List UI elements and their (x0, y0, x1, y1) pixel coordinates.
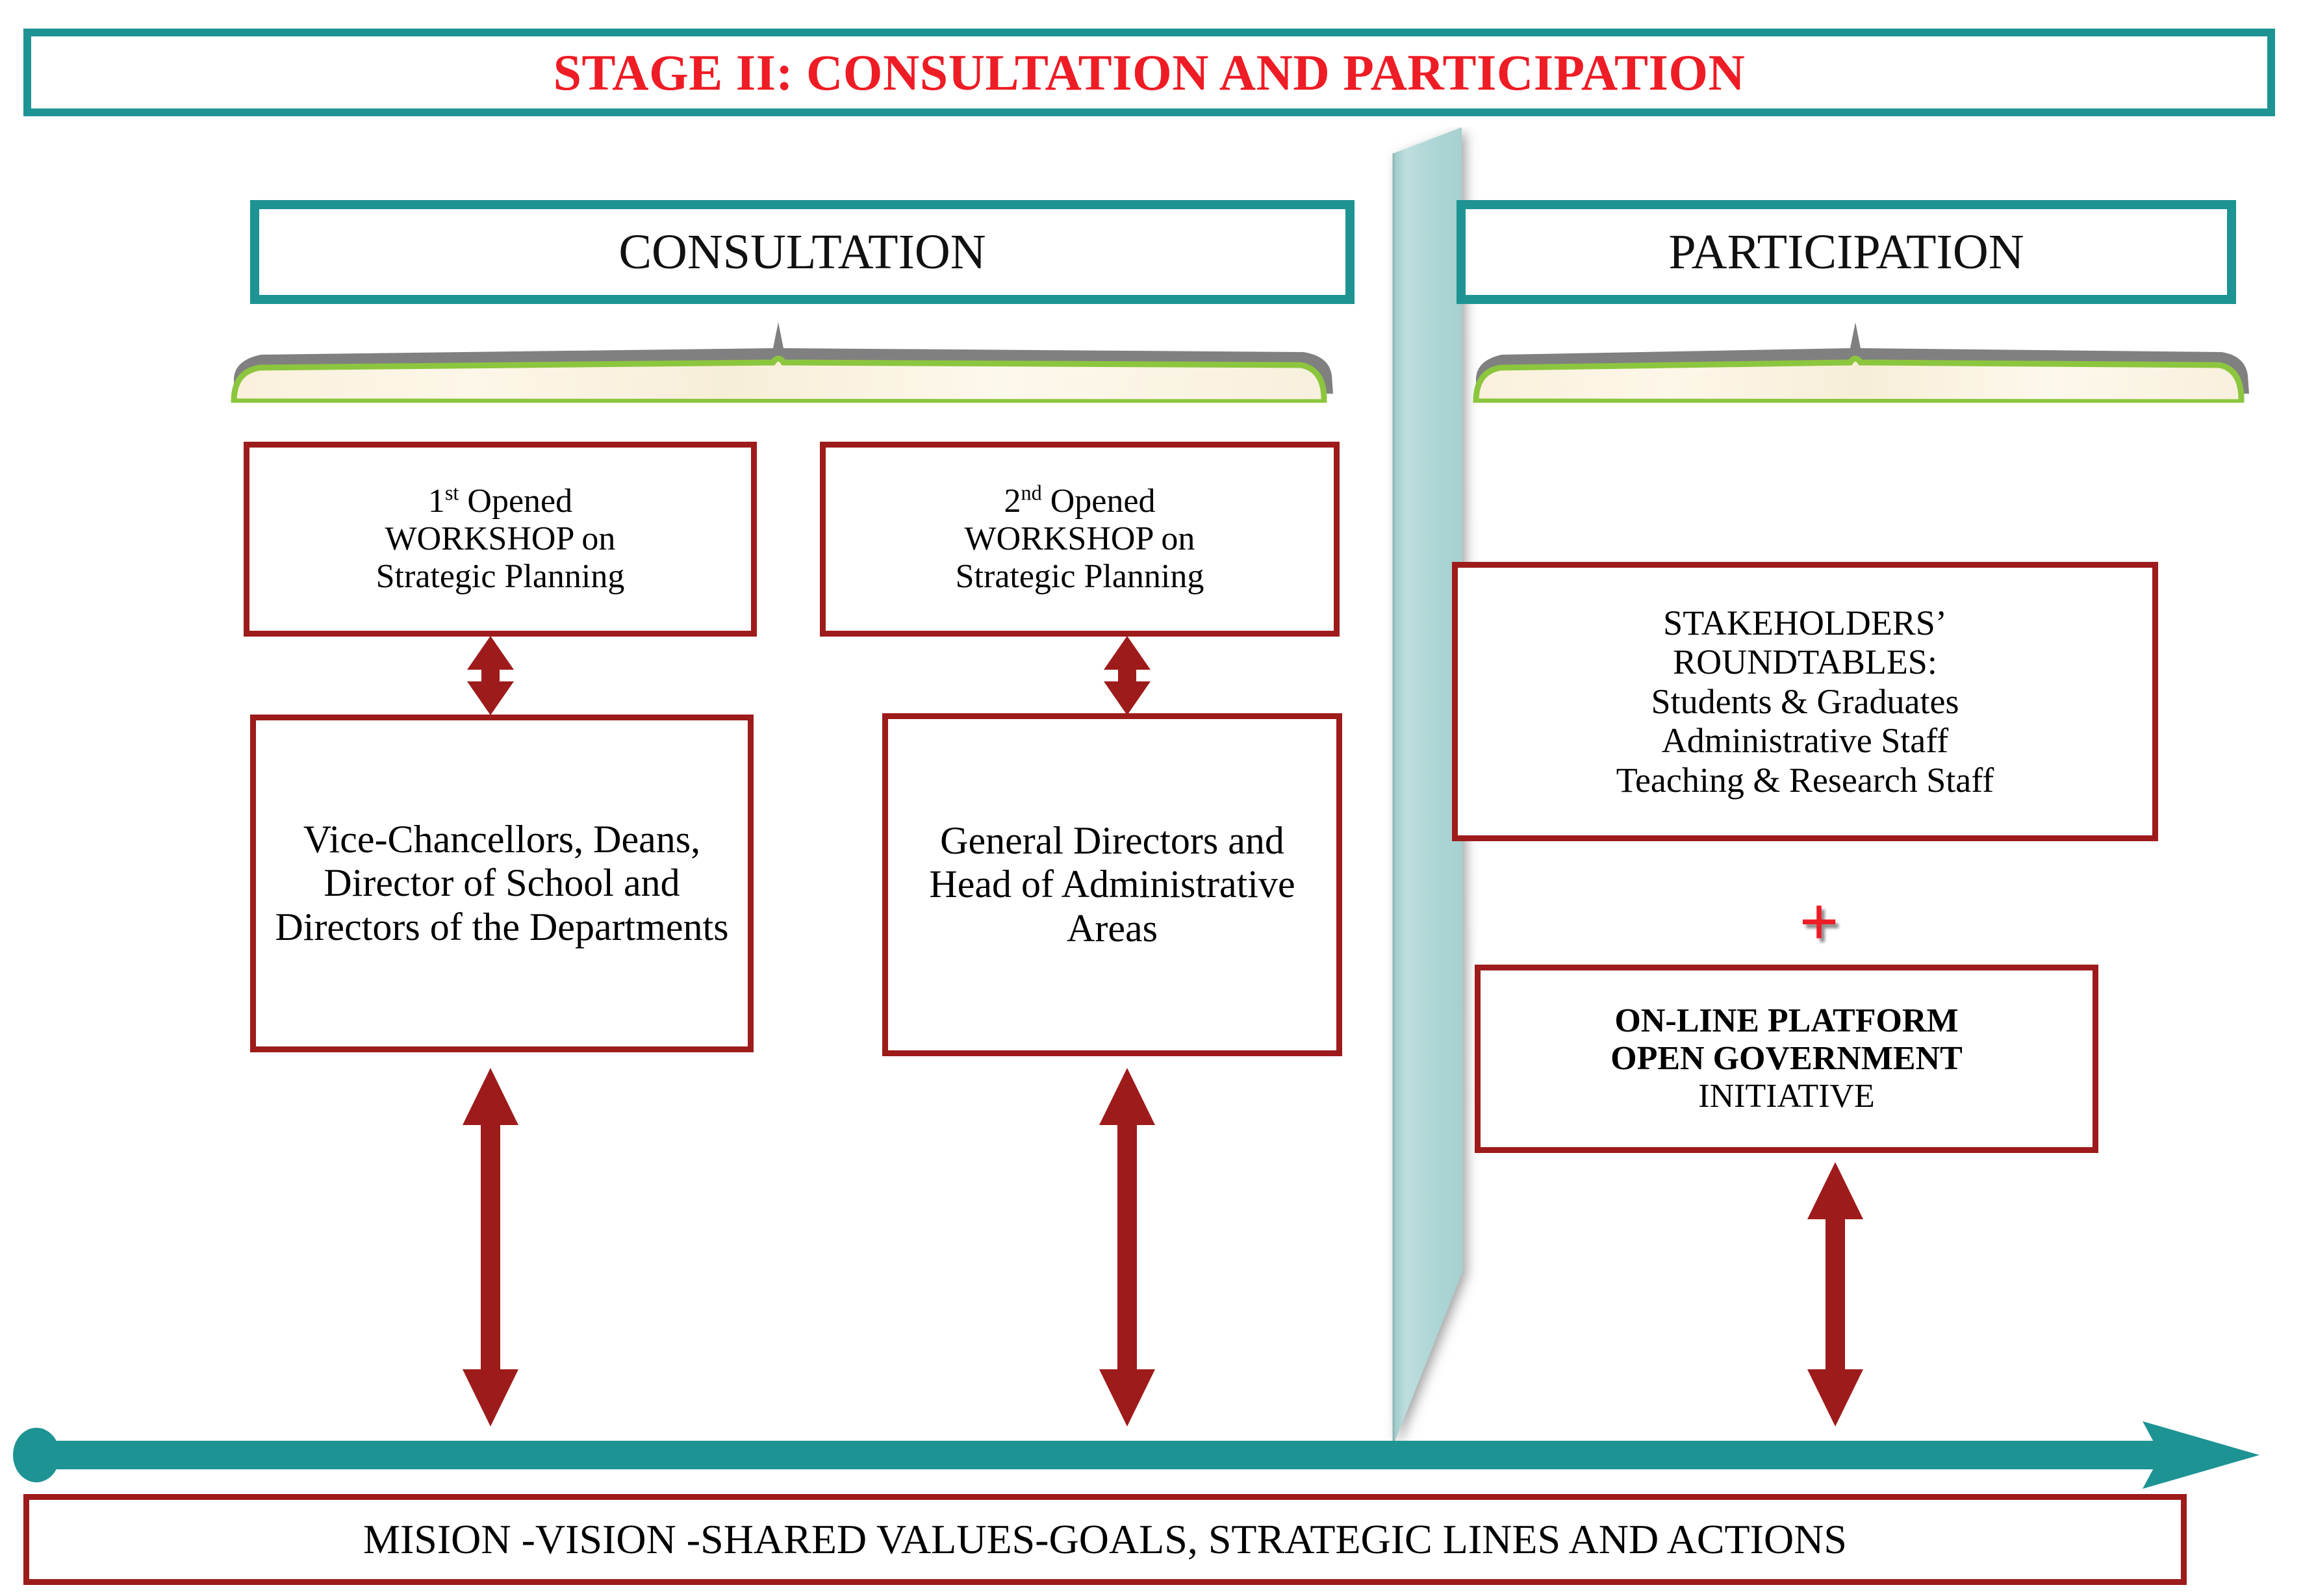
box-vice-chancellors: Vice-Chancellors, Deans, Director of Sch… (250, 715, 754, 1052)
box-workshop-2-line2: WORKSHOP on (964, 520, 1195, 557)
box-stakeholders-line5: Teaching & Research Staff (1616, 760, 1994, 800)
box-workshop-1-line1-rest: Opened (459, 482, 573, 520)
box-stakeholders-line3: Students & Graduates (1651, 681, 1959, 721)
box-workshop-2-ordinal-suffix: nd (1021, 481, 1042, 505)
box-workshop-2-line3: Strategic Planning (955, 558, 1204, 596)
box-workshop-1-ordinal-suffix: st (444, 481, 459, 505)
double-arrow-vertical-long-icon (1099, 1068, 1155, 1426)
box-workshop-1: 1st Opened WORKSHOP on Strategic Plannin… (244, 442, 757, 637)
plus-icon: + (1780, 883, 1858, 961)
ribbon-banner-icon (1473, 322, 2249, 403)
box-workshop-2-line1-rest: Opened (1041, 482, 1156, 520)
box-mission-text: MISION -VISION -SHARED VALUES-GOALS, STR… (363, 1516, 1847, 1563)
box-workshop-1-line2: WORKSHOP on (385, 520, 616, 557)
section-header-consultation: CONSULTATION (250, 200, 1355, 304)
section-header-participation-label: PARTICIPATION (1668, 224, 2024, 279)
section-header-consultation-label: CONSULTATION (618, 224, 986, 279)
timeline-arrow-icon (13, 1421, 2259, 1489)
double-arrow-vertical-icon (467, 636, 514, 715)
box-online-platform: ON-LINE PLATFORM OPEN GOVERNMENT INITIAT… (1475, 965, 2098, 1153)
box-general-directors-text: General Directors and Head of Administra… (929, 819, 1295, 950)
ribbon-banner-icon (231, 322, 1333, 403)
box-workshop-2-ordinal: 2 (1004, 482, 1021, 520)
box-vice-chancellors-text: Vice-Chancellors, Deans, Director of Sch… (275, 818, 729, 948)
divider-pillar-graphic (1392, 127, 1463, 1445)
plus-glyph: + (1799, 883, 1839, 961)
box-workshop-2: 2nd Opened WORKSHOP on Strategic Plannin… (820, 442, 1340, 637)
box-stakeholders-line4: Administrative Staff (1661, 721, 1949, 761)
double-arrow-vertical-icon (1104, 636, 1151, 715)
box-workshop-1-line3: Strategic Planning (375, 558, 625, 596)
box-online-platform-line3: INITIATIVE (1698, 1078, 1875, 1115)
box-mission-vision: MISION -VISION -SHARED VALUES-GOALS, STR… (23, 1494, 2187, 1585)
box-stakeholders-line2: ROUNDTABLES: (1673, 642, 1937, 682)
double-arrow-vertical-long-icon (1807, 1162, 1863, 1426)
double-arrow-vertical-long-icon (463, 1068, 518, 1426)
box-stakeholders-line1: STAKEHOLDERS’ (1663, 603, 1947, 642)
box-general-directors: General Directors and Head of Administra… (882, 713, 1342, 1056)
box-workshop-1-line1: 1st Opened (427, 481, 573, 520)
box-stakeholders-roundtables: STAKEHOLDERS’ ROUNDTABLES: Students & Gr… (1452, 562, 2158, 841)
stage-title-banner: STAGE II: CONSULTATION AND PARTICIPATION (23, 29, 2275, 116)
box-workshop-2-line1: 2nd Opened (1004, 481, 1156, 520)
section-header-participation: PARTICIPATION (1457, 200, 2236, 304)
box-workshop-1-ordinal: 1 (427, 482, 445, 520)
box-online-platform-line1: ON-LINE PLATFORM (1614, 1002, 1959, 1039)
stage-title-text: STAGE II: CONSULTATION AND PARTICIPATION (553, 44, 1746, 101)
box-online-platform-line2: OPEN GOVERNMENT (1610, 1039, 1963, 1077)
